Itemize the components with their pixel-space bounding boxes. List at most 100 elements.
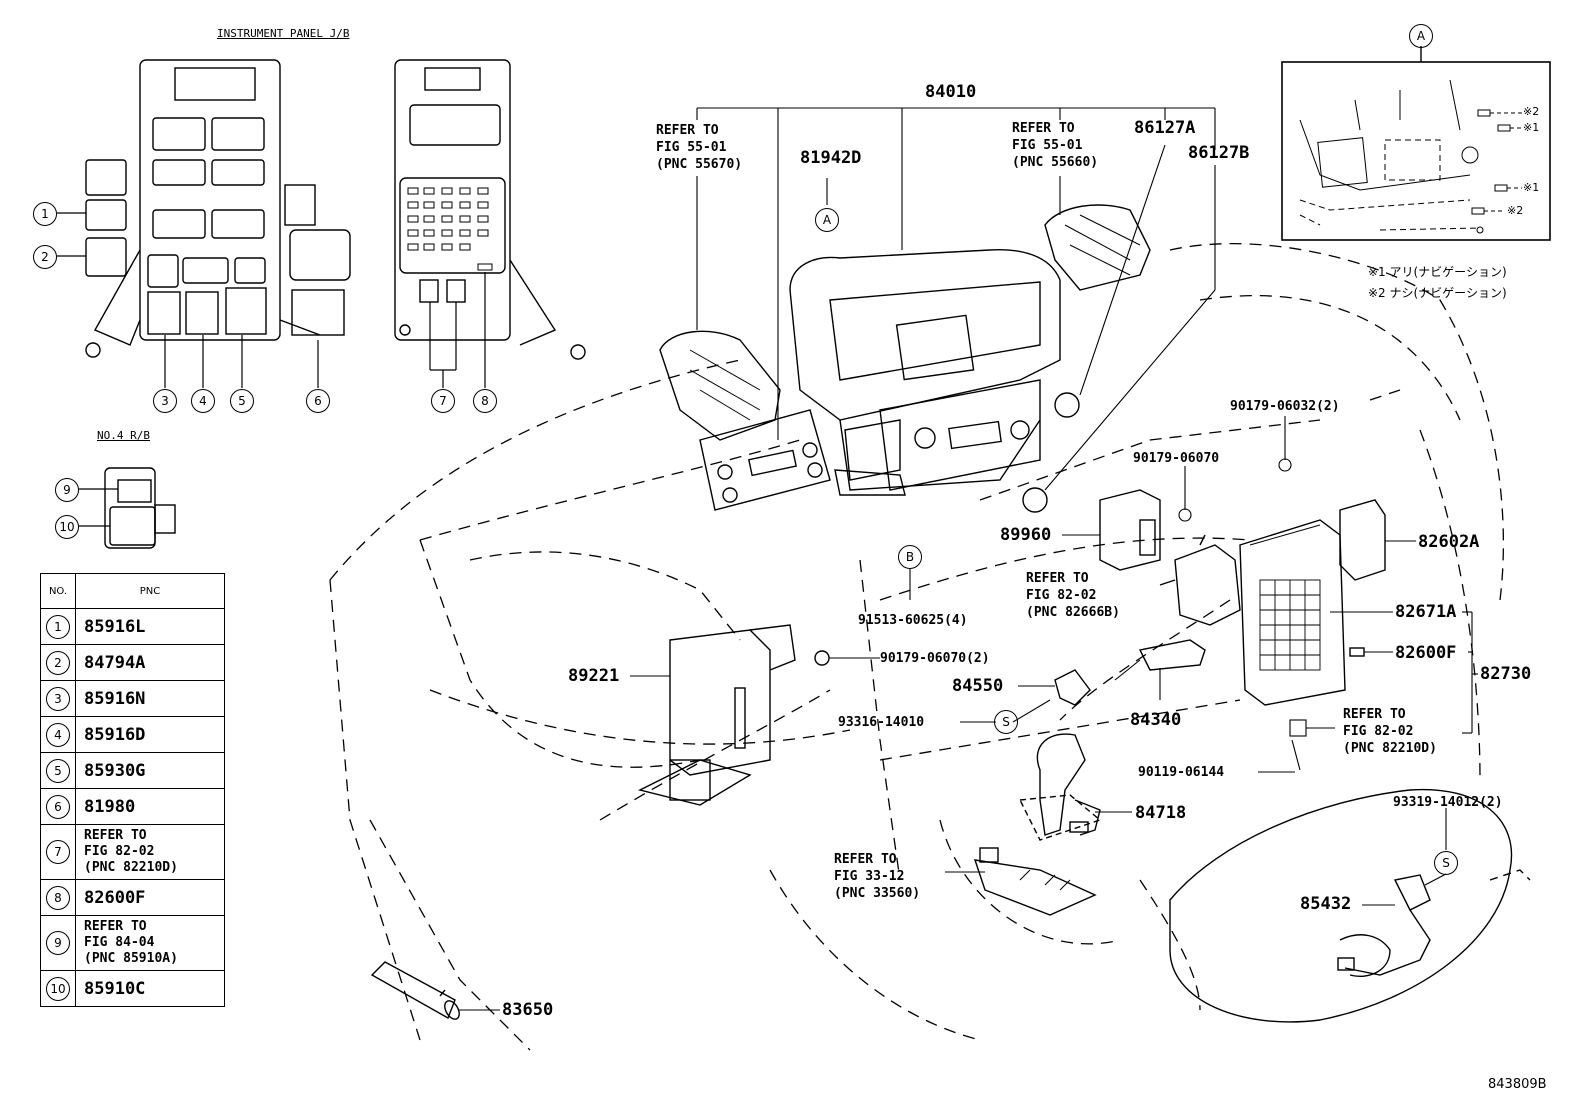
part-84340: 84340 (1130, 710, 1182, 730)
legend-no: 4 (46, 722, 70, 747)
note-navigation-with: ※1 アリ(ナビゲーション) (1368, 265, 1507, 279)
legend-pnc: 85916D (84, 724, 146, 745)
lever-83650 (370, 961, 500, 1020)
legend-pnc: 85916L (84, 616, 146, 637)
marker-a-inset: A (1409, 24, 1433, 48)
legend-no: 3 (46, 686, 70, 711)
fastener-90179-06070: 90179-06070 (1133, 451, 1220, 466)
component-82666B (1159, 534, 1241, 626)
callout-2: 2 (33, 245, 57, 269)
fastener-91513-60625: 91513-60625(4) (858, 613, 968, 628)
legend-pnc: 85916N (84, 688, 146, 709)
legend-no: 7 (46, 840, 70, 864)
legend-no: 5 (46, 758, 70, 783)
callout-6: 6 (306, 389, 330, 413)
legend-pnc-ref: REFER TO FIG 82-02 (PNC 82210D) (84, 828, 178, 875)
right-vent (1044, 204, 1151, 291)
relay-block-no4 (78, 467, 176, 549)
component-84550 (1018, 669, 1091, 706)
legend-pnc: 84794A (84, 652, 146, 673)
part-82671A: 82671A (1395, 602, 1457, 622)
part-89960: 89960 (1000, 525, 1052, 545)
legend-row: 6 81980 (40, 788, 225, 825)
inset-note-1a: ※1 (1523, 121, 1540, 134)
legend-no: 1 (46, 614, 70, 639)
legend-pnc: 82600F (84, 887, 146, 908)
part-84718: 84718 (1135, 803, 1187, 823)
component-82671A-junction (1239, 519, 1393, 706)
marker-b: B (898, 545, 922, 569)
part-84550: 84550 (952, 676, 1004, 696)
legend-row: 10 85910C (40, 970, 225, 1007)
vehicle-outline (329, 243, 1505, 1051)
legend-col-pnc: PNC (75, 573, 225, 609)
callout-3: 3 (153, 389, 177, 413)
inset-a (1281, 46, 1551, 241)
part-89221: 89221 (568, 666, 620, 686)
legend-pnc-ref: REFER TO FIG 84-04 (PNC 85910A) (84, 919, 178, 966)
component-82602A (1339, 499, 1416, 581)
legend-row: 1 85916L (40, 608, 225, 645)
junction-block-front (85, 59, 351, 358)
steering-wheel (1169, 788, 1531, 1023)
callout-9: 9 (55, 478, 79, 502)
ref-fig-55-01-55670: REFER TO FIG 55-01 (PNC 55670) (656, 123, 743, 172)
leader-84010 (696, 107, 1216, 491)
legend-row: 3 85916N (40, 680, 225, 717)
callout-1: 1 (33, 202, 57, 226)
ref-fig-55-01-55660: REFER TO FIG 55-01 (PNC 55660) (1012, 121, 1099, 170)
fastener-leaders (909, 416, 1301, 773)
legend-col-no: NO. (40, 573, 76, 609)
legend-no: 6 (46, 794, 70, 819)
ecu-89221 (630, 624, 880, 806)
fastener-93316-14010: 93316-14010 (838, 715, 925, 730)
legend-no: 8 (46, 885, 70, 910)
part-85432: 85432 (1300, 894, 1352, 914)
callout-5: 5 (230, 389, 254, 413)
part-81942D: 81942D (800, 148, 862, 168)
callout-leaders-top (57, 212, 486, 388)
pnc-legend-table: NO. PNC 1 85916L 2 84794A 3 85916N 4 859… (40, 573, 225, 1007)
callout-4: 4 (191, 389, 215, 413)
marker-s-93319: S (1434, 851, 1458, 875)
fastener-93319-14012: 93319-14012(2) (1393, 795, 1503, 810)
part-82730: 82730 (1480, 664, 1532, 684)
header-instrument-panel-jb: INSTRUMENT PANEL J/B (217, 27, 350, 40)
inset-note-1b: ※1 (1523, 181, 1540, 194)
fastener-90119-06144: 90119-06144 (1138, 765, 1225, 780)
left-vent (659, 330, 781, 441)
figure-code: 843809B (1488, 1077, 1547, 1092)
legend-no: 9 (46, 931, 70, 955)
legend-row: 4 85916D (40, 716, 225, 753)
fastener-90179-06070-2: 90179-06070(2) (880, 651, 990, 666)
callout-8: 8 (473, 389, 497, 413)
part-86127B: 86127B (1188, 143, 1250, 163)
legend-no: 10 (46, 976, 70, 1001)
inset-note-2b: ※2 (1507, 204, 1524, 217)
part-83650: 83650 (502, 1000, 554, 1020)
note-navigation-without: ※2 ナシ(ナビゲーション) (1368, 286, 1507, 300)
component-84340 (1138, 639, 1206, 700)
callout-10: 10 (55, 515, 79, 539)
shift-lever-84718 (1018, 733, 1132, 841)
legend-row: 9 REFER TO FIG 84-04 (PNC 85910A) (40, 915, 225, 971)
ref-fig-82-02-82210D: REFER TO FIG 82-02 (PNC 82210D) (1343, 707, 1437, 756)
part-82602A: 82602A (1418, 532, 1480, 552)
part-86127A: 86127A (1134, 118, 1196, 138)
marker-a-main: A (815, 208, 839, 232)
legend-pnc: 85910C (84, 978, 146, 999)
legend-pnc: 85930G (84, 760, 146, 781)
fastener-90179-06032: 90179-06032(2) (1230, 399, 1340, 414)
legend-row: 7 REFER TO FIG 82-02 (PNC 82210D) (40, 824, 225, 880)
inset-note-2a: ※2 (1523, 105, 1540, 118)
legend-pnc: 81980 (84, 796, 136, 817)
legend-row: 5 85930G (40, 752, 225, 789)
marker-s-93316: S (994, 710, 1018, 734)
legend-row: 2 84794A (40, 644, 225, 681)
legend-row: 8 82600F (40, 879, 225, 916)
part-82600F: 82600F (1395, 643, 1457, 663)
callout-7: 7 (431, 389, 455, 413)
ref-fig-33-12-33560: REFER TO FIG 33-12 (PNC 33560) (834, 852, 921, 901)
left-radio-panel (699, 409, 831, 511)
